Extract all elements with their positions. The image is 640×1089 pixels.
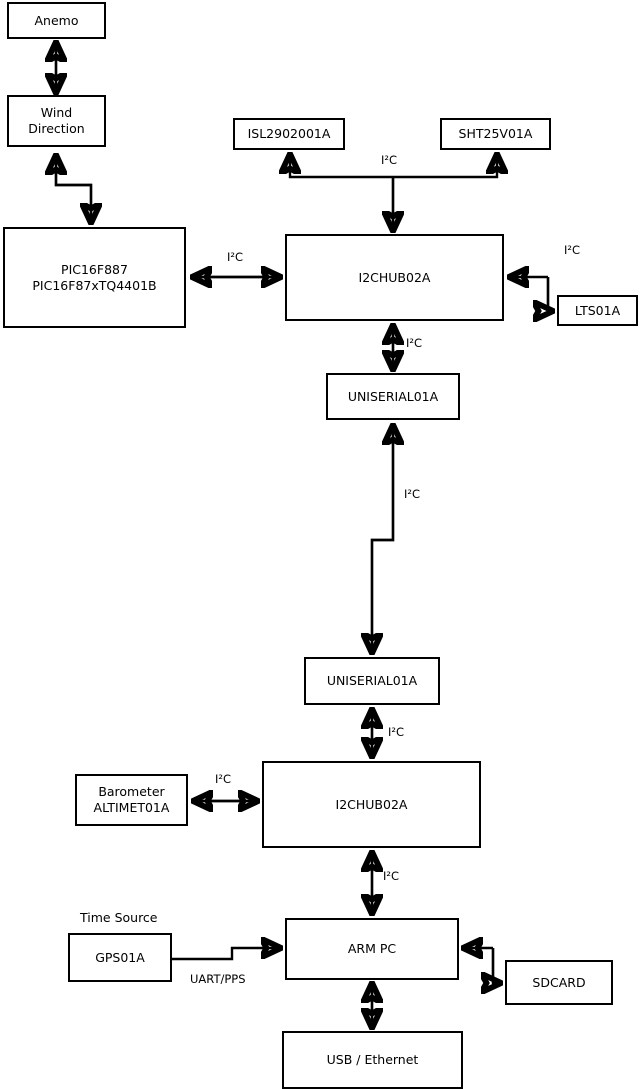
node-label: Wind Direction xyxy=(28,105,85,136)
node-label: LTS01A xyxy=(574,302,621,318)
node-uniserial-top[interactable]: UNISERIAL01A xyxy=(326,373,460,420)
node-pic[interactable]: PIC16F887 PIC16F87xTQ4401B xyxy=(3,227,186,328)
node-label: USB / Ethernet xyxy=(326,1052,419,1068)
node-label: ARM PC xyxy=(347,941,397,957)
node-sht25v01a[interactable]: SHT25V01A xyxy=(440,118,551,150)
node-isl2902001a[interactable]: ISL2902001A xyxy=(233,118,345,150)
node-uniserial-bottom[interactable]: UNISERIAL01A xyxy=(304,657,440,705)
node-label: ISL2902001A xyxy=(247,126,331,142)
node-label: SHT25V01A xyxy=(458,126,533,142)
node-i2chub-top[interactable]: I2CHUB02A xyxy=(285,234,504,321)
edge-bus-to-sht xyxy=(393,156,497,179)
node-arm-pc[interactable]: ARM PC xyxy=(285,918,459,980)
edge-label-i2c-hub-to-armpc: I²C xyxy=(383,869,400,883)
node-anemo[interactable]: Anemo xyxy=(7,2,106,39)
edge-bus-to-isl xyxy=(290,156,393,179)
edge-armpc-to-sdcard xyxy=(493,948,499,983)
node-usb-ethernet[interactable]: USB / Ethernet xyxy=(282,1031,463,1089)
edge-pic-to-wind xyxy=(56,157,93,222)
node-gps01a[interactable]: GPS01A xyxy=(68,933,172,982)
node-barometer[interactable]: Barometer ALTIMET01A xyxy=(75,774,188,826)
node-label: UNISERIAL01A xyxy=(347,388,439,404)
node-sdcard[interactable]: SDCARD xyxy=(505,960,613,1005)
edge-label-i2c-uniserial-to-hub: I²C xyxy=(388,725,405,739)
node-label: GPS01A xyxy=(95,949,145,965)
node-wind-direction[interactable]: Wind Direction xyxy=(7,95,106,147)
edge-wind-to-pic xyxy=(54,155,91,221)
node-label: SDCARD xyxy=(532,974,586,990)
edge-label-uart-pps: UART/PPS xyxy=(190,972,246,986)
node-label: PIC16F887 PIC16F87xTQ4401B xyxy=(32,261,157,293)
edge-label-i2c-barometer-to-hub: I²C xyxy=(215,772,232,786)
node-label: UNISERIAL01A xyxy=(326,673,418,689)
edge-label-i2c-pic-to-hub: I²C xyxy=(227,250,244,264)
edge-label-i2c-hub-to-lts: I²C xyxy=(564,243,581,257)
node-label: I2CHUB02A xyxy=(335,796,408,812)
node-lts01a[interactable]: LTS01A xyxy=(557,295,638,326)
edge-label-i2c-hub-to-sensors: I²C xyxy=(381,153,398,167)
node-label: Barometer ALTIMET01A xyxy=(93,784,170,815)
node-label: I2CHUB02A xyxy=(358,269,431,285)
edge-label-i2c-uniserial-link: I²C xyxy=(404,487,421,501)
edge-label-i2c-hub-to-uniserial: I²C xyxy=(406,336,423,350)
node-i2chub-bottom[interactable]: I2CHUB02A xyxy=(262,761,481,848)
edge-uniserial-link-down xyxy=(372,427,395,651)
edge-gps-to-armpc xyxy=(172,948,279,961)
node-label: Anemo xyxy=(34,12,79,28)
label-time-source: Time Source xyxy=(80,910,158,925)
